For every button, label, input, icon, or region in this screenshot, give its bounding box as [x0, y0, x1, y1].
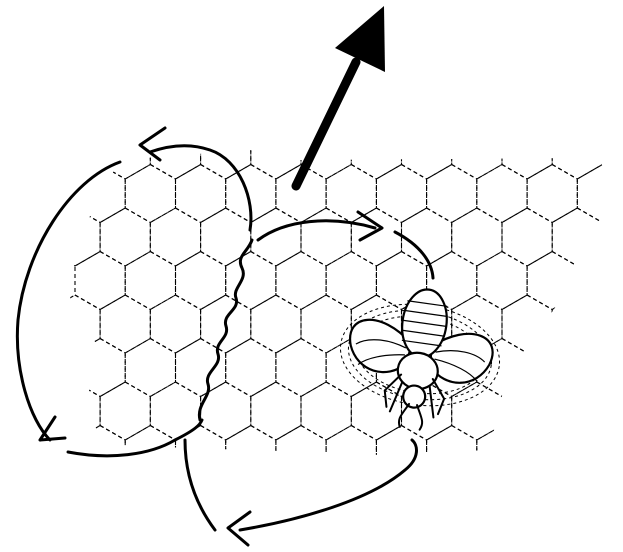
hex-cell [502, 208, 552, 266]
hex-cell [552, 382, 602, 440]
hex-cell [100, 121, 150, 179]
hex-cell [602, 295, 623, 353]
hex-cell [251, 208, 301, 266]
hex-cell [251, 121, 301, 179]
hex-cell [577, 165, 623, 223]
hex-cell [301, 382, 351, 440]
bee-icon [330, 279, 508, 440]
hex-cell [351, 382, 401, 440]
hex-cell [477, 252, 527, 310]
hex-cell [201, 208, 251, 266]
hex-cell [50, 469, 100, 527]
hex-cell [527, 339, 577, 397]
hex-cell [527, 426, 577, 484]
hex-cell [376, 165, 426, 223]
hex-cell [351, 121, 401, 179]
hex-cell [50, 121, 100, 179]
hex-cell [276, 252, 326, 310]
hex-cell [301, 295, 351, 353]
hex-cell [150, 295, 200, 353]
hex-cell [527, 165, 577, 223]
hex-cell [502, 469, 552, 527]
hex-cell [552, 295, 602, 353]
hex-cell [100, 469, 150, 527]
hex-cell [75, 339, 125, 397]
hex-cell [326, 426, 376, 484]
hex-cell [577, 252, 623, 310]
hex-cell [50, 295, 100, 353]
hex-cell [125, 165, 175, 223]
hex-cell [427, 426, 477, 484]
hex-cell [402, 121, 452, 179]
hex-cell [301, 208, 351, 266]
hex-cell [452, 121, 502, 179]
hex-cell [326, 165, 376, 223]
return-loop-arrow-icon [17, 128, 251, 456]
hex-cell [100, 208, 150, 266]
hex-cell [226, 426, 276, 484]
honeycomb-grid-icon [50, 121, 623, 527]
hex-cell [502, 382, 552, 440]
hex-cell [602, 208, 623, 266]
hex-cell [452, 382, 502, 440]
hex-cell [226, 339, 276, 397]
hex-cell [125, 252, 175, 310]
hex-cell [301, 469, 351, 527]
hex-cell [226, 252, 276, 310]
hex-cell [602, 382, 623, 440]
hex-cell [552, 121, 602, 179]
hex-cell [477, 426, 527, 484]
hex-cell [125, 339, 175, 397]
hex-cell [502, 121, 552, 179]
hex-cell [602, 469, 623, 527]
hex-cell [552, 469, 602, 527]
hex-cell [276, 339, 326, 397]
hex-cell [75, 252, 125, 310]
hex-cell [251, 382, 301, 440]
hex-cell [577, 339, 623, 397]
hex-cell [100, 295, 150, 353]
return-loop-arrow-icon [258, 212, 433, 278]
hex-cell [527, 252, 577, 310]
hex-cell [100, 382, 150, 440]
hex-cell [50, 382, 100, 440]
hex-cell [150, 469, 200, 527]
hex-cell [577, 426, 623, 484]
hex-cell [477, 165, 527, 223]
hex-cell [276, 426, 326, 484]
hex-cell [402, 469, 452, 527]
hex-cell [326, 252, 376, 310]
hex-cell [502, 295, 552, 353]
return-loop-arrow-icon [185, 440, 416, 545]
hex-cell [452, 469, 502, 527]
hex-cell [552, 208, 602, 266]
hex-cell [351, 208, 401, 266]
hex-cell [452, 208, 502, 266]
hex-cell [176, 252, 226, 310]
direction-arrow-icon [296, 6, 385, 186]
hex-cell [150, 208, 200, 266]
hex-cell [427, 165, 477, 223]
hex-cell [602, 121, 623, 179]
hex-cell [376, 426, 426, 484]
hex-cell [176, 165, 226, 223]
hex-cell [251, 295, 301, 353]
